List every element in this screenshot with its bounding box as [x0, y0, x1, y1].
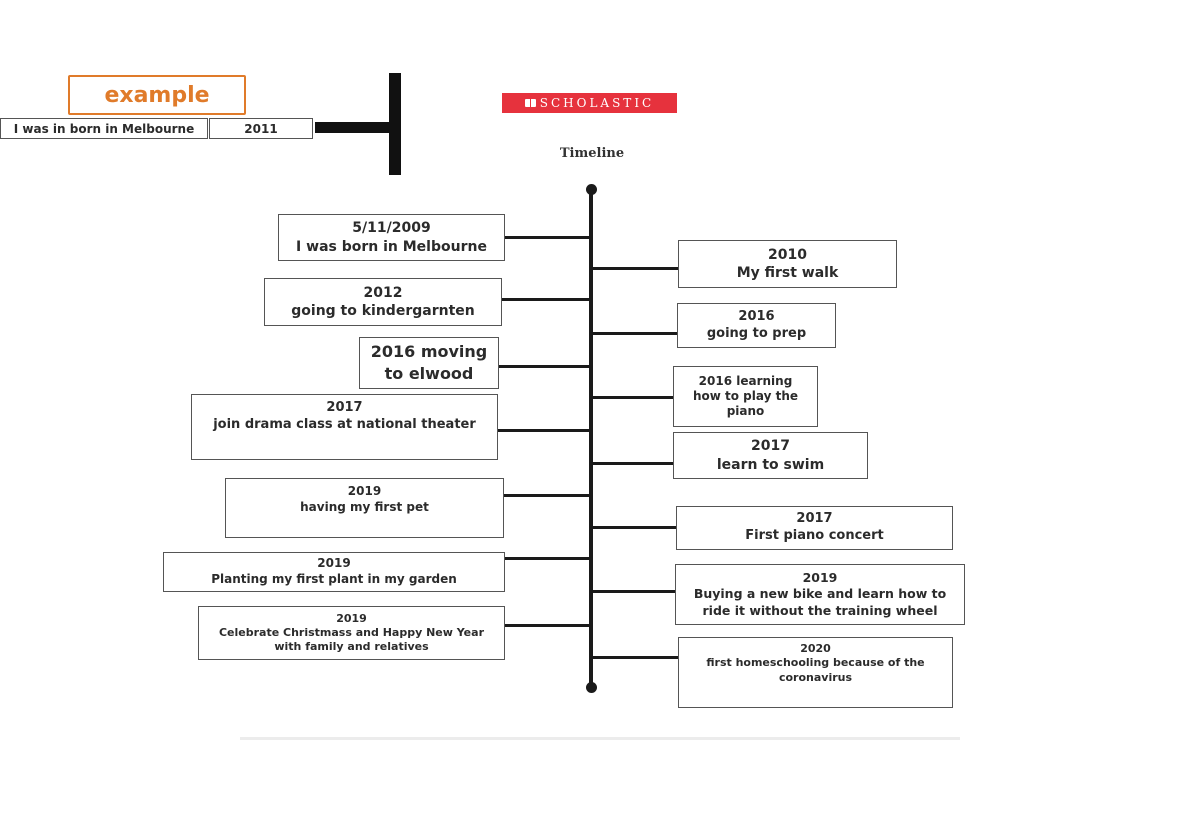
scholastic-logo: SCHOLASTIC: [502, 93, 677, 113]
event-description: First piano concert: [745, 528, 884, 543]
connector-right: [593, 267, 679, 270]
page-title: Timeline: [559, 146, 625, 161]
example-connector: [315, 122, 395, 133]
event-box-left: 5/11/2009 I was born in Melbourne: [278, 214, 505, 261]
event-box-right: 2020 first homeschooling because of the …: [678, 637, 953, 708]
event-description-continued: piano: [726, 404, 765, 418]
event-box-left: 2012 going to kindergarnten: [264, 278, 502, 326]
connector-right: [593, 656, 679, 659]
event-description: Buying a new bike and learn how to: [693, 586, 947, 602]
event-description: going to kindergarnten: [291, 303, 475, 319]
timeline-end-dot: [586, 682, 597, 693]
event-description: to elwood: [384, 364, 474, 383]
event-date: 2010: [768, 246, 807, 263]
connector-left: [501, 298, 590, 301]
event-date: 2012: [363, 284, 403, 301]
event-description: I was born in Melbourne: [296, 238, 487, 255]
event-description: join drama class at national theater: [213, 416, 476, 432]
connector-left: [497, 429, 590, 432]
event-date: 5/11/2009: [352, 220, 431, 237]
event-date: 2017: [796, 511, 833, 527]
event-box-right: 2017 learn to swim: [673, 432, 868, 479]
event-description: first homeschooling because of the: [706, 656, 925, 670]
connector-right: [593, 590, 676, 593]
event-description: Planting my first plant in my garden: [211, 572, 457, 586]
event-box-right: 2019 Buying a new bike and learn how to …: [675, 564, 965, 625]
connector-left: [504, 624, 590, 627]
event-description: learn to swim: [716, 456, 825, 473]
event-description-continued: with family and relatives: [274, 640, 429, 654]
event-description-continued: ride it without the training wheel: [702, 602, 938, 618]
event-box-left: 2017 join drama class at national theate…: [191, 394, 498, 460]
book-icon: [524, 99, 536, 107]
event-description: Celebrate Christmass and Happy New Year: [218, 625, 484, 639]
event-box-left: 2019 having my first pet: [225, 478, 504, 538]
event-description: how to play the: [692, 389, 799, 403]
event-date: 2017: [751, 438, 790, 455]
example-label: example: [68, 75, 246, 115]
event-date: 2020: [800, 642, 831, 655]
event-box-left: 2016 moving to elwood: [359, 337, 499, 389]
event-date: 2019: [347, 484, 382, 498]
event-date: 2016 moving: [370, 342, 488, 362]
connector-right: [593, 332, 678, 335]
event-description-continued: coronavirus: [778, 670, 853, 684]
event-date: 2019: [336, 611, 367, 625]
event-date: 2016 learning: [698, 374, 793, 388]
timeline-start-dot: [586, 184, 597, 195]
example-axis-bar: [389, 73, 401, 175]
event-box-right: 2017 First piano concert: [676, 506, 953, 550]
event-date: 2019: [317, 556, 351, 571]
connector-right: [593, 396, 673, 399]
timeline-axis: [589, 189, 593, 687]
event-date: 2017: [326, 400, 363, 415]
event-box-left: 2019 Celebrate Christmass and Happy New …: [198, 606, 505, 660]
event-box-right: 2016 going to prep: [677, 303, 836, 348]
connector-left: [503, 494, 590, 497]
example-year-cell: 2011: [209, 118, 313, 139]
connector-left: [504, 557, 590, 560]
event-date: 2019: [802, 570, 838, 586]
logo-text: SCHOLASTIC: [539, 96, 655, 110]
event-box-right: 2010 My first walk: [678, 240, 897, 288]
event-description: going to prep: [706, 325, 807, 341]
example-event-cell: I was in born in Melbourne: [0, 118, 208, 139]
connector-left: [504, 236, 590, 239]
event-description: having my first pet: [300, 499, 429, 514]
event-box-left: 2019 Planting my first plant in my garde…: [163, 552, 505, 592]
connector-right: [593, 526, 677, 529]
event-box-right: 2016 learning how to play the piano: [673, 366, 818, 427]
event-description: My first walk: [736, 265, 839, 281]
connector-right: [593, 462, 674, 465]
connector-left: [498, 365, 590, 368]
footer-divider: [240, 737, 960, 740]
event-date: 2016: [738, 308, 775, 324]
